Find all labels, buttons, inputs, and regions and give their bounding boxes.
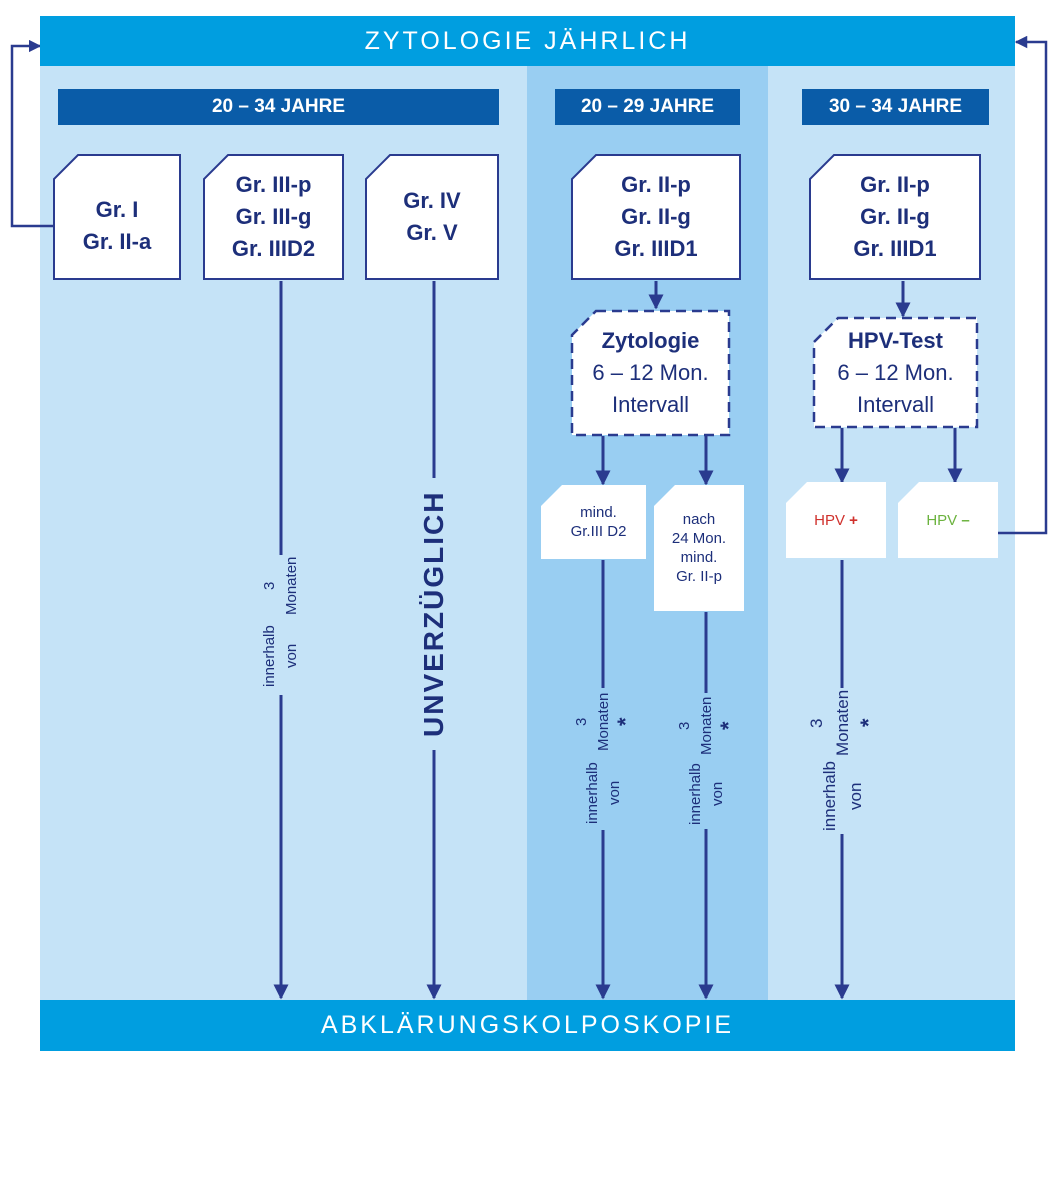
box-gr2c-line2: Gr. II-g: [860, 204, 930, 229]
loop-arrow-right: [998, 35, 1048, 535]
label-within-3-months-2: innerhalb von 3 Monaten *: [573, 688, 638, 830]
label-within2-line2-text: 3 Monaten: [573, 693, 612, 752]
label-immediately-text: UNVERZÜGLICH: [418, 490, 449, 738]
box-hpvtest-line2: 6 – 12 Mon.: [837, 359, 954, 385]
age-label-20-29: 20 – 29 JAHRE: [580, 96, 715, 117]
header-title: ZYTOLOGIE JÄHRLICH: [364, 26, 691, 55]
box-nach-line1: nach: [682, 511, 716, 528]
box-gr4: Gr. IV Gr. V: [366, 155, 498, 279]
box-gr2b: Gr. II-p Gr. II-g Gr. IIID1: [572, 155, 740, 279]
box-hpvtest-line3: Intervall: [856, 391, 935, 417]
label-within3-line1: innerhalb von: [687, 762, 726, 825]
box-gr3-shape: [203, 154, 344, 280]
box-gr2b-line2: Gr. II-g: [621, 204, 691, 229]
box-hpvtest-shape: [812, 316, 979, 429]
label-within4-line2-text: 3 Monaten: [807, 689, 852, 757]
age-bar-20-34: 20 – 34 JAHRE: [58, 89, 499, 125]
box-gr2c-line1: Gr. II-p: [860, 172, 930, 197]
box-gr4-line2: Gr. V: [406, 220, 458, 245]
footer-title: ABKLÄRUNGSKOLPOSKOPIE: [320, 1011, 735, 1039]
box-gr2c: Gr. II-p Gr. II-g Gr. IIID1: [810, 155, 980, 279]
loop-arrow-left: [10, 39, 54, 228]
label-within3-line2: 3 Monaten *: [674, 693, 741, 758]
label-within3-line2-text: 3 Monaten: [676, 696, 715, 755]
box-zyto-line2: 6 – 12 Mon.: [592, 360, 709, 385]
box-gr3-line2: Gr. III-g: [235, 204, 312, 229]
hpv-positive-sign: +: [849, 511, 858, 529]
box-mind-line2: Gr.III D2: [570, 523, 627, 540]
box-hpvtest: HPV-Test 6 – 12 Mon. Intervall: [814, 320, 977, 425]
box-gr3: Gr. III-p Gr. III-g Gr. IIID2: [204, 155, 343, 279]
label-within-3-months-3: innerhalb von 3 Monaten *: [676, 693, 741, 829]
hpv-negative-sign: –: [961, 511, 970, 529]
box-gr4-line1: Gr. IV: [403, 188, 461, 213]
box-hpvtest-line1: HPV-Test: [848, 327, 943, 353]
label-within-3-months-4: innerhalb von 3 Monaten *: [807, 688, 881, 834]
box-gr1-line2: Gr. II-a: [82, 228, 152, 254]
label-within4-line1: innerhalb von: [820, 760, 865, 831]
box-gr2b-line3: Gr. IIID1: [614, 236, 698, 261]
box-mind: mind. Gr.III D2: [541, 485, 646, 559]
hpv-negative-label: HPV: [926, 511, 958, 529]
label-within1-line2: 3 Monaten: [261, 556, 300, 616]
box-gr1-shape: [53, 154, 181, 280]
box-gr4-shape: [365, 154, 499, 280]
box-mind-shape: [541, 485, 646, 559]
box-zyto: Zytologie 6 – 12 Mon. Intervall: [572, 313, 729, 433]
box-hpv-negative: HPV –: [898, 482, 998, 558]
box-zyto-line3: Intervall: [611, 392, 690, 417]
box-gr2c-shape: [809, 154, 981, 280]
box-nach-line4: Gr. II-p: [676, 568, 722, 585]
box-nach-line2: 24 Mon.: [671, 530, 727, 547]
age-bar-20-29: 20 – 29 JAHRE: [555, 89, 740, 125]
box-zyto-line1: Zytologie: [601, 328, 700, 353]
age-label-20-34: 20 – 34 JAHRE: [211, 96, 346, 117]
label-within-3-months-1: innerhalb von 3 Monaten: [254, 555, 308, 695]
box-nach-line3: mind.: [680, 549, 718, 566]
asterisk-icon: *: [716, 721, 741, 731]
header-bar: ZYTOLOGIE JÄHRLICH: [40, 16, 1015, 66]
box-zyto-shape: [570, 309, 731, 437]
box-hpvpos-shape: [786, 482, 886, 558]
box-gr2c-line3: Gr. IIID1: [853, 236, 937, 261]
box-gr3-line1: Gr. III-p: [235, 172, 312, 197]
label-within1-line1: innerhalb von: [261, 624, 300, 687]
age-bar-30-34: 30 – 34 JAHRE: [802, 89, 989, 125]
hpv-positive-label: HPV: [814, 511, 845, 529]
box-hpv-positive: HPV +: [786, 482, 886, 558]
box-gr3-line3: Gr. IIID2: [231, 236, 316, 261]
box-nach: nach 24 Mon. mind. Gr. II-p: [654, 485, 744, 611]
box-gr1: Gr. I Gr. II-a: [54, 172, 180, 279]
asterisk-icon: *: [613, 717, 638, 727]
label-immediately: UNVERZÜGLICH: [416, 478, 452, 750]
age-label-30-34: 30 – 34 JAHRE: [828, 96, 963, 117]
footer-bar: ABKLÄRUNGSKOLPOSKOPIE: [40, 1000, 1015, 1051]
box-mind-line1: mind.: [580, 504, 617, 521]
label-within4-line2: 3 Monaten *: [804, 688, 882, 758]
box-hpvneg-shape: [898, 482, 998, 558]
asterisk-icon: *: [856, 718, 881, 728]
box-nach-shape: [654, 485, 744, 611]
box-gr2b-shape: [571, 154, 741, 280]
label-within2-line1: innerhalb von: [584, 762, 623, 825]
box-gr2b-line1: Gr. II-p: [621, 172, 691, 197]
label-within2-line2: 3 Monaten *: [571, 688, 638, 756]
box-gr1-line1: Gr. I: [95, 196, 139, 222]
